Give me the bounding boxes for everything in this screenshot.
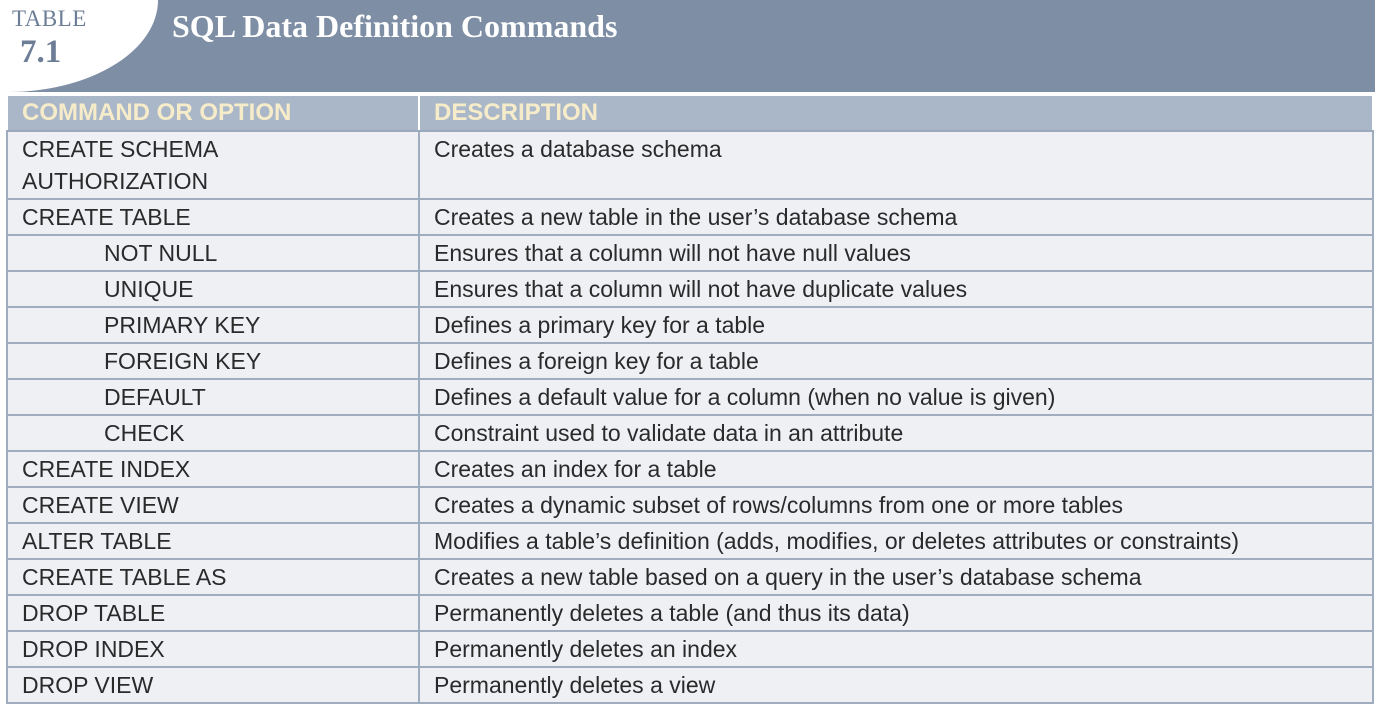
command-cell: DROP VIEW — [6, 666, 420, 704]
description-cell: Permanently deletes a table (and thus it… — [418, 594, 1374, 632]
command-cell: DROP TABLE — [6, 594, 420, 632]
description-cell: Creates a new table based on a query in … — [418, 558, 1374, 596]
description-cell: Creates an index for a table — [418, 450, 1374, 488]
column-header-command: COMMAND OR OPTION — [6, 94, 420, 132]
table-number: 7.1 — [20, 34, 62, 70]
command-cell: ALTER TABLE — [6, 522, 420, 560]
column-header-description: DESCRIPTION — [418, 94, 1374, 132]
command-cell: CREATE TABLE — [6, 198, 420, 236]
description-cell: Permanently deletes an index — [418, 630, 1374, 668]
description-cell: Modifies a table’s definition (adds, mod… — [418, 522, 1374, 560]
description-cell: Creates a new table in the user’s databa… — [418, 198, 1374, 236]
description-cell: Defines a foreign key for a table — [418, 342, 1374, 380]
description-cell: Permanently deletes a view — [418, 666, 1374, 704]
title-banner — [0, 0, 1375, 92]
command-cell: DROP INDEX — [6, 630, 420, 668]
description-cell: Creates a database schema — [418, 130, 1374, 200]
command-cell: CREATE TABLE AS — [6, 558, 420, 596]
description-cell: Creates a dynamic subset of rows/columns… — [418, 486, 1374, 524]
table-title: SQL Data Definition Commands — [172, 8, 618, 44]
sql-commands-table: COMMAND OR OPTION DESCRIPTION CREATE SCH… — [6, 94, 1374, 704]
description-cell: Constraint used to validate data in an a… — [418, 414, 1374, 452]
command-cell: DEFAULT — [6, 378, 420, 416]
command-cell: FOREIGN KEY — [6, 342, 420, 380]
command-cell: CHECK — [6, 414, 420, 452]
command-cell: CREATE VIEW — [6, 486, 420, 524]
command-cell: UNIQUE — [6, 270, 420, 308]
description-cell: Ensures that a column will not have dupl… — [418, 270, 1374, 308]
header-row: COMMAND OR OPTION DESCRIPTION — [6, 94, 1374, 132]
command-cell: PRIMARY KEY — [6, 306, 420, 344]
description-cell: Ensures that a column will not have null… — [418, 234, 1374, 272]
table-label: TABLE — [12, 6, 87, 31]
command-cell: CREATE INDEX — [6, 450, 420, 488]
command-cell: NOT NULL — [6, 234, 420, 272]
description-cell: Defines a primary key for a table — [418, 306, 1374, 344]
description-cell: Defines a default value for a column (wh… — [418, 378, 1374, 416]
